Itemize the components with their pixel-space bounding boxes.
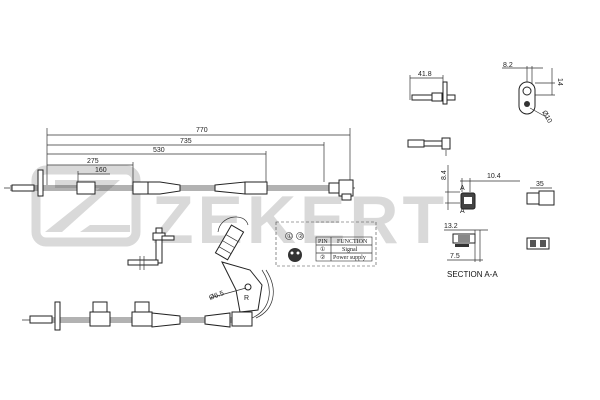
grommet-icon <box>132 181 149 195</box>
connector-detail: 8.4 10.4 A A 35 13.2 7.5 SECTION A-A <box>441 165 555 279</box>
dim-770: 770 <box>196 127 208 134</box>
section-marker-bottom: A <box>460 208 465 215</box>
connector-height-label: 8.4 <box>441 170 448 180</box>
clip-icon <box>155 227 163 264</box>
clip-parts <box>127 227 175 270</box>
main-cable-dimensions: 770 735 530 275 160 <box>46 127 351 190</box>
pin-function-box: ① ② PIN FUNCTION ① Signal ② Power supply <box>275 221 377 267</box>
bracket-height-label: 14 <box>556 78 563 86</box>
zekert-logo-icon <box>31 165 141 247</box>
connector-side-width-label: 35 <box>536 181 544 188</box>
table-pin-2: ② <box>320 254 325 261</box>
watermark: ZEKERT <box>31 165 448 258</box>
connector-icon <box>328 182 340 194</box>
dim-160: 160 <box>95 167 107 174</box>
sensor-detail: 41.8 <box>407 71 456 156</box>
bracket-detail: 8.2 14 Ø10 <box>502 62 563 125</box>
connector-face-icon <box>288 248 302 262</box>
bracket-hole-label: Ø10 <box>540 110 553 125</box>
hole-diameter-label: Ø6.5 <box>208 290 225 302</box>
table-pin-1: ① <box>320 246 325 253</box>
grommet-icon <box>76 181 96 195</box>
sensor-length-label: 41.8 <box>418 71 432 78</box>
grommet-icon <box>131 311 153 327</box>
bracket-label: R <box>244 295 249 302</box>
clip-icon <box>134 301 150 313</box>
watermark-text: ZEKERT <box>152 182 448 258</box>
section-title: SECTION A-A <box>447 270 498 279</box>
grommet-icon <box>89 311 111 327</box>
grommet-icon <box>244 181 268 195</box>
sleeve-icon <box>147 181 181 195</box>
bracket-icon <box>221 261 263 313</box>
bracket-offset-label: 8.2 <box>503 62 513 69</box>
main-cable <box>4 169 355 201</box>
dim-530: 530 <box>153 147 165 154</box>
sensor-body-icon <box>411 94 433 101</box>
connector-cluster-icon <box>214 224 245 261</box>
connector-bottom-icon <box>526 237 550 250</box>
sensor-tip-icon <box>11 184 35 192</box>
connector-side-icon <box>526 192 540 205</box>
clip-icon <box>127 259 159 266</box>
sensor-flange-icon <box>54 301 61 331</box>
pin-2-marker: ② <box>298 233 303 240</box>
sensor-side-icon <box>407 139 425 148</box>
dim-275: 275 <box>87 158 99 165</box>
table-function-2: Power supply <box>333 255 366 261</box>
lower-cable: Ø6.5 R <box>22 216 274 331</box>
table-header-function: FUNCTION <box>337 239 368 245</box>
table-header-pin: PIN <box>318 239 328 245</box>
table-function-1: Signal <box>342 247 358 253</box>
section-marker-top: A <box>460 185 465 192</box>
dim-735: 735 <box>180 138 192 145</box>
section-length-label: 13.2 <box>444 223 458 230</box>
connector-width-label: 10.4 <box>487 173 501 180</box>
sensor-flange-icon <box>37 169 44 197</box>
mount-hole-icon <box>244 283 252 291</box>
clip-icon <box>92 301 108 313</box>
pin-1-marker: ① <box>287 233 292 240</box>
section-depth-label: 7.5 <box>450 253 460 260</box>
